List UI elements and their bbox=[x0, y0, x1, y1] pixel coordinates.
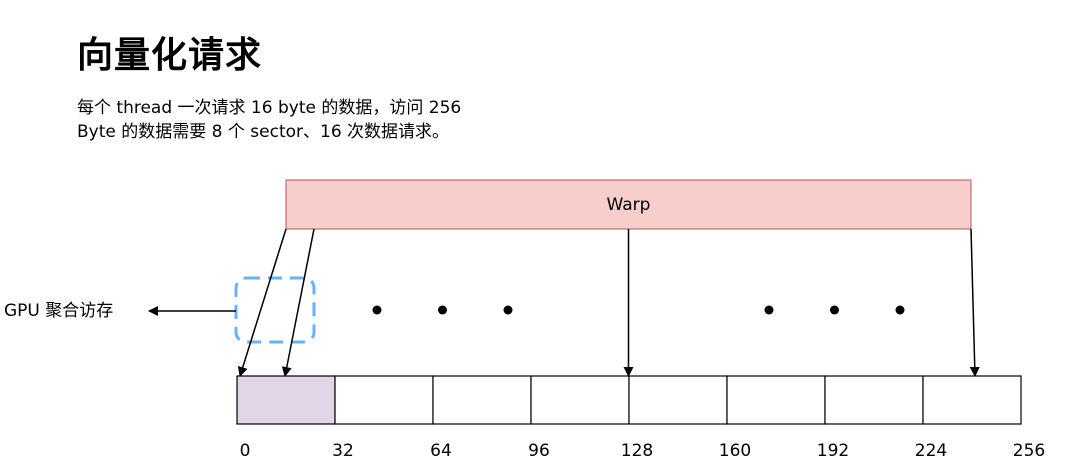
byte-offset-label: 64 bbox=[430, 441, 452, 461]
warp-access-arrows bbox=[237, 228, 980, 377]
memory-sector-0 bbox=[236, 375, 336, 425]
byte-offset-label: 0 bbox=[240, 441, 251, 461]
memory-sector-2 bbox=[432, 375, 532, 425]
memory-sector-6 bbox=[824, 375, 924, 425]
memory-sector-4 bbox=[628, 375, 728, 425]
byte-offset-label: 96 bbox=[528, 441, 550, 461]
byte-offset-label: 160 bbox=[719, 441, 751, 461]
byte-offset-labels: 0 32 64 96 128 160 192 224 256 bbox=[240, 441, 1046, 461]
last-thread-arrow bbox=[969, 228, 980, 377]
warp-label: Warp bbox=[607, 195, 651, 215]
thread-1-arrow bbox=[281, 228, 315, 377]
ellipsis-dot bbox=[830, 305, 839, 315]
byte-offset-label: 128 bbox=[621, 441, 653, 461]
memory-sector-1 bbox=[334, 375, 434, 425]
ellipsis-dot bbox=[764, 305, 774, 315]
ellipsis-dot bbox=[895, 305, 905, 315]
page-title: 向量化请求 bbox=[77, 35, 263, 76]
thread-0-arrow bbox=[237, 228, 287, 377]
memory-sector-5 bbox=[726, 375, 826, 425]
description-line-2: Byte 的数据需要 8 个 sector、16 次数据请求。 bbox=[77, 122, 450, 142]
byte-offset-label: 256 bbox=[1013, 441, 1045, 461]
description-line-1: 每个 thread 一次请求 16 byte 的数据，访问 256 bbox=[77, 98, 462, 118]
byte-offset-label: 192 bbox=[817, 441, 849, 461]
ellipsis-dot bbox=[503, 305, 513, 315]
byte-offset-label: 224 bbox=[915, 441, 947, 461]
coalesced-access-label: GPU 聚合访存 bbox=[4, 301, 113, 321]
memory-sector-7 bbox=[922, 375, 1022, 425]
memory-sector-3 bbox=[530, 375, 630, 425]
byte-offset-label: 32 bbox=[332, 441, 354, 461]
warp-box: Warp bbox=[285, 179, 972, 230]
warp-rect bbox=[285, 179, 972, 230]
memory-cells bbox=[236, 375, 1022, 425]
coalesced-access-box bbox=[234, 276, 316, 344]
ellipsis-dots bbox=[372, 305, 905, 315]
ellipsis-dot bbox=[372, 305, 382, 315]
ellipsis-dot bbox=[438, 305, 447, 315]
description: 每个 thread 一次请求 16 byte 的数据，访问 256 Byte 的… bbox=[77, 96, 461, 144]
